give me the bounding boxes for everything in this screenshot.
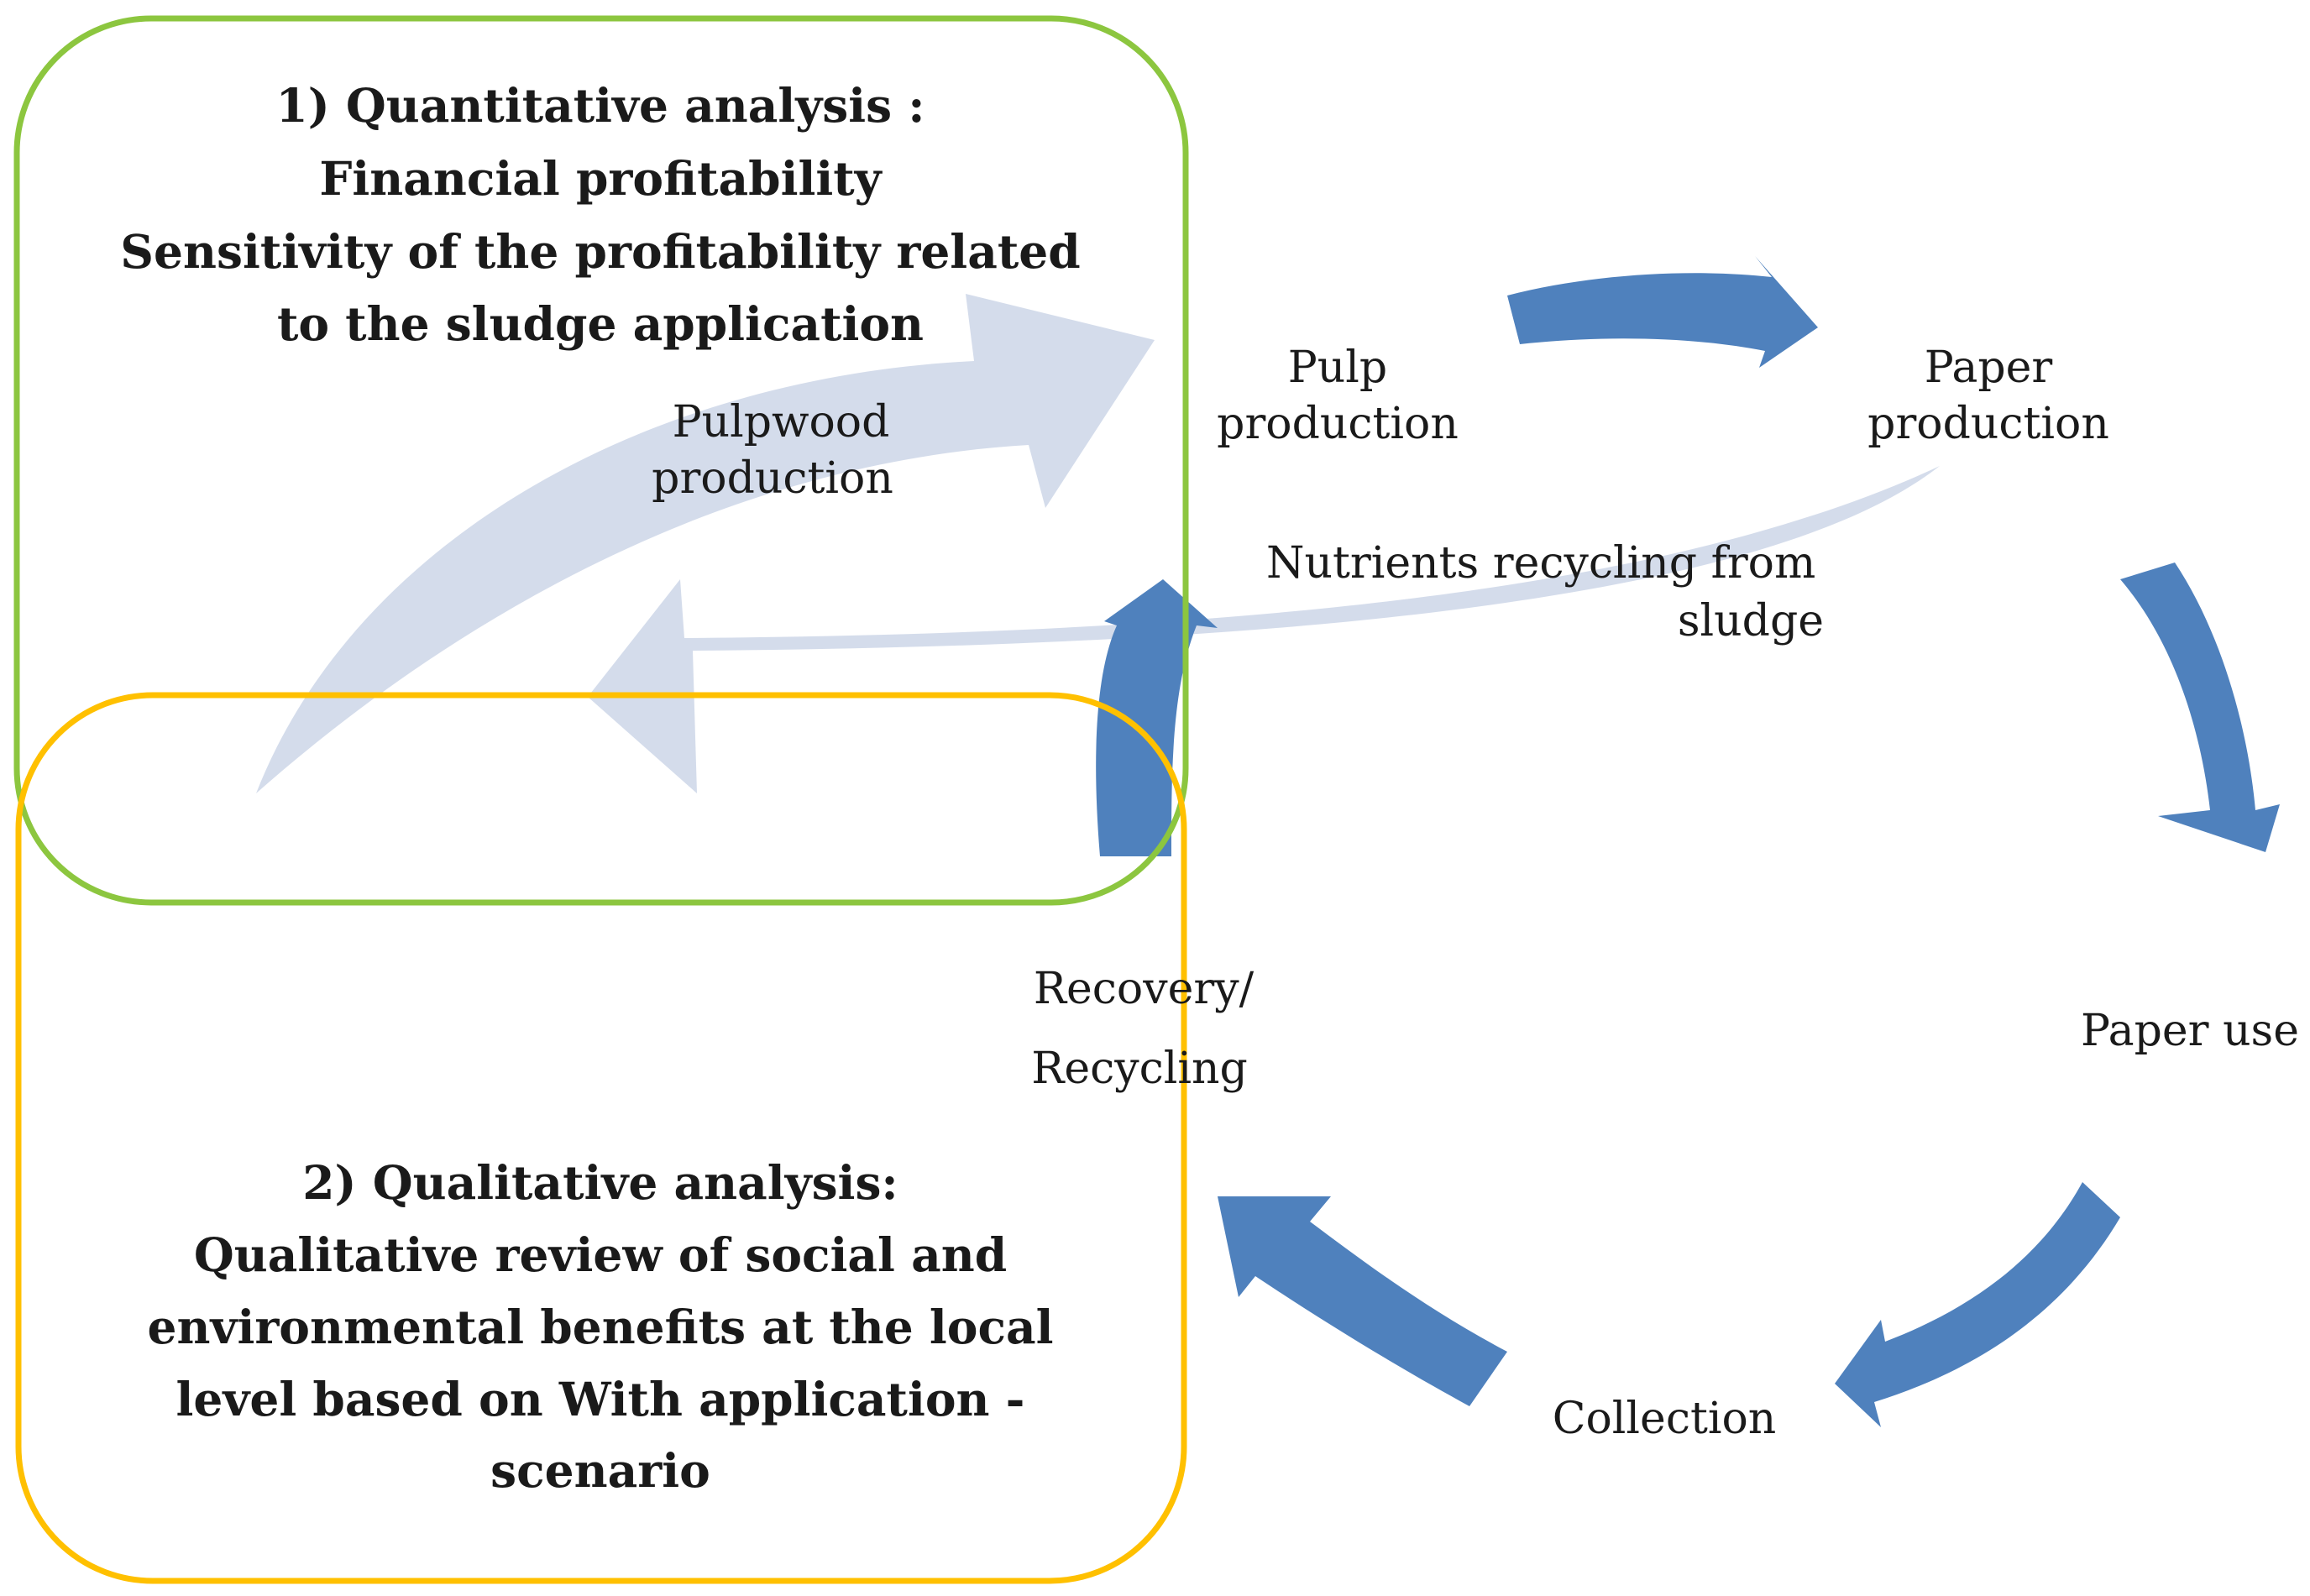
quant-line-3: Sensitivity of the profitability related [120, 224, 1080, 279]
recovery-to-pulp-arrow [1096, 579, 1218, 856]
nutrients-label-1: Nutrients recycling from [1266, 538, 1815, 589]
pulp-label-2: production [1217, 399, 1459, 449]
quantitative-analysis-text: 1) Quantitative analysis : Financial pro… [120, 78, 1080, 351]
qual-line-2: Qualitative review of social and [194, 1227, 1007, 1282]
pulp-label-1: Pulp [1288, 343, 1387, 393]
paper-use-label: Paper use [2081, 1006, 2299, 1056]
collection-label: Collection [1553, 1394, 1777, 1444]
paper-to-use-arrow [2120, 563, 2280, 852]
pulpwood-production-arrow [256, 294, 1155, 793]
paper-label-1: Paper [1925, 343, 2053, 393]
qual-line-4: level based on With application - [175, 1372, 1024, 1426]
quant-line-4: to the sludge application [277, 296, 924, 351]
recovery-label-2: Recycling [1031, 1044, 1248, 1094]
paper-label-2: production [1867, 399, 2109, 449]
pulpwood-label-2: production [652, 453, 893, 504]
quant-line-1: 1) Quantitative analysis : [275, 78, 925, 133]
qual-line-5: scenario [490, 1443, 710, 1498]
collection-to-recovery-arrow [1218, 1196, 1507, 1406]
nutrients-label-2: sludge [1678, 596, 1824, 646]
use-to-collection-arrow [1835, 1182, 2120, 1427]
qualitative-analysis-text: 2) Qualitative analysis: Qualitative rev… [148, 1155, 1054, 1498]
pulpwood-label-1: Pulpwood [673, 397, 890, 447]
qual-line-1: 2) Qualitative analysis: [302, 1155, 898, 1210]
pulp-to-paper-arrow [1507, 256, 1818, 368]
qual-line-3: environmental benefits at the local [148, 1300, 1054, 1354]
recovery-label-1: Recovery/ [1034, 964, 1255, 1014]
quantitative-analysis-box [13, 15, 1189, 906]
qualitative-analysis-box [15, 692, 1187, 1584]
quant-line-2: Financial profitability [319, 151, 883, 206]
